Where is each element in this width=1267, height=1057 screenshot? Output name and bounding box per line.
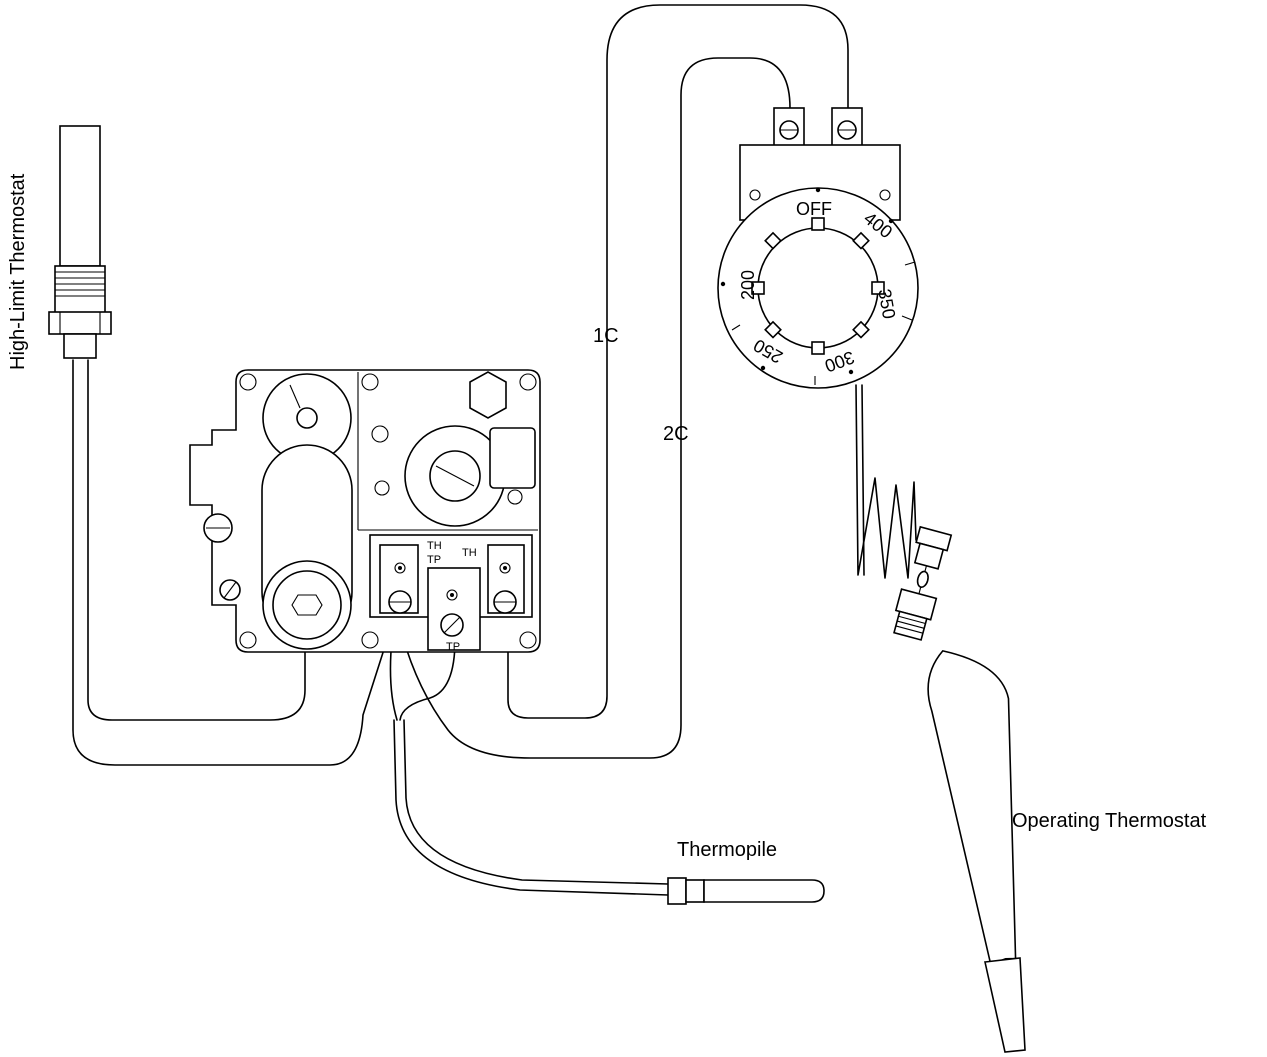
dial-200: 200 <box>738 270 758 300</box>
terminal-th-tp-label-tp: TP <box>427 554 441 566</box>
terminal-th-tp-label: TH <box>427 540 442 552</box>
wire-thermopile-lead-b <box>403 719 669 885</box>
terminal-th-label: TH <box>462 547 477 559</box>
high-limit-thermostat <box>48 125 112 359</box>
wire-thermopile-b <box>399 639 456 721</box>
label-wire-2c: 2C <box>663 423 689 445</box>
terminal-tp-label: TP <box>446 641 460 653</box>
operating-thermostat: OFF 400 350 300 250 200 <box>717 107 1026 1053</box>
thermopile-probe <box>667 877 825 905</box>
gas-valve: TH TP TH TP <box>189 369 541 653</box>
label-thermopile: Thermopile <box>677 839 777 861</box>
wire-thermopile-lead <box>393 719 669 896</box>
wire-high-limit-inner <box>72 359 396 766</box>
wire-1c <box>507 4 849 719</box>
wire-high-limit-outer <box>87 359 306 721</box>
label-high-limit-thermostat: High-Limit Thermostat <box>7 173 29 370</box>
label-wire-1c: 1C <box>593 325 619 347</box>
dial-off: OFF <box>796 199 832 219</box>
label-operating-thermostat: Operating Thermostat <box>1012 810 1207 832</box>
wire-2c <box>394 57 791 759</box>
